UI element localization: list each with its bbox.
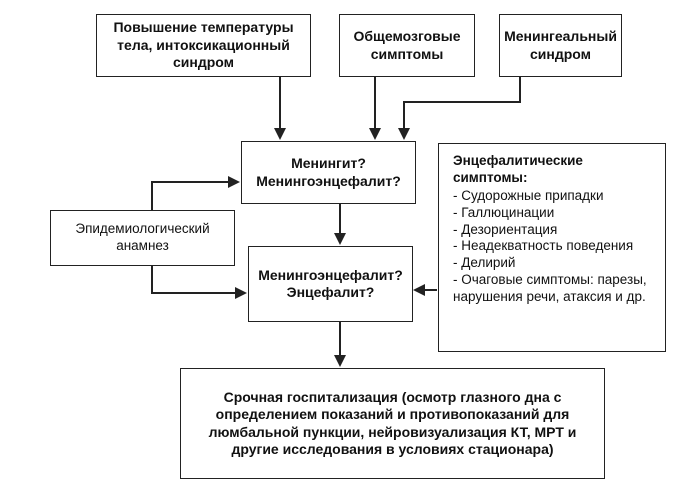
arrowhead — [334, 233, 346, 245]
meningeal-box: Менингеальный синдром — [499, 14, 622, 77]
symptom-item: - Судорожные припадки — [453, 187, 604, 203]
hospitalization-box: Срочная госпитализация (осмотр глазного … — [180, 368, 605, 479]
encephalitis-box: Менингоэнцефалит? Энцефалит? — [248, 246, 413, 322]
arrow-epidemiology-to-encephalitis — [151, 266, 235, 294]
arrowhead — [398, 128, 410, 140]
meningeal-text: Менингеальный синдром — [504, 28, 617, 62]
arrowhead — [334, 355, 346, 367]
meningitis-text: Менингит? Менингоэнцефалит? — [256, 155, 401, 189]
meningitis-box: Менингит? Менингоэнцефалит? — [241, 141, 416, 204]
symptom-item: - Галлюцинации — [453, 204, 555, 220]
encephalitic-symptoms-box: Энцефалитические симптомы: - Судорожные … — [438, 143, 666, 352]
hospitalization-text: Срочная госпитализация (осмотр глазного … — [208, 388, 577, 458]
arrowhead — [369, 128, 381, 140]
encephalitis-text: Менингоэнцефалит? Энцефалит? — [258, 266, 403, 301]
symptom-item: - Неадекватность поведения — [453, 238, 634, 254]
encephalitic-symptoms-list: - Судорожные припадки - Галлюцинации - Д… — [453, 188, 653, 306]
symptom-item: - Делирий — [453, 255, 516, 271]
epidemiology-text: Эпидемиологический анамнез — [75, 221, 210, 253]
arrow-meningeal-to-meningitis — [403, 77, 521, 128]
arrowhead — [413, 284, 425, 296]
cerebral-text: Общемозговые симптомы — [353, 28, 461, 62]
cerebral-box: Общемозговые симптомы — [339, 14, 475, 77]
fever-text: Повышение температуры тела, интоксикацио… — [113, 19, 294, 71]
symptom-item: - Дезориентация — [453, 221, 558, 237]
symptom-item: - Очаговые симптомы: парезы, нарушения р… — [453, 272, 647, 304]
arrowhead — [228, 176, 240, 188]
arrowhead — [274, 128, 286, 140]
arrowhead — [235, 287, 247, 299]
fever-box: Повышение температуры тела, интоксикацио… — [96, 14, 311, 77]
arrow-epidemiology-to-meningitis — [151, 181, 228, 210]
encephalitic-symptoms-title: Энцефалитические симптомы: — [453, 153, 583, 185]
epidemiology-box: Эпидемиологический анамнез — [50, 210, 235, 266]
